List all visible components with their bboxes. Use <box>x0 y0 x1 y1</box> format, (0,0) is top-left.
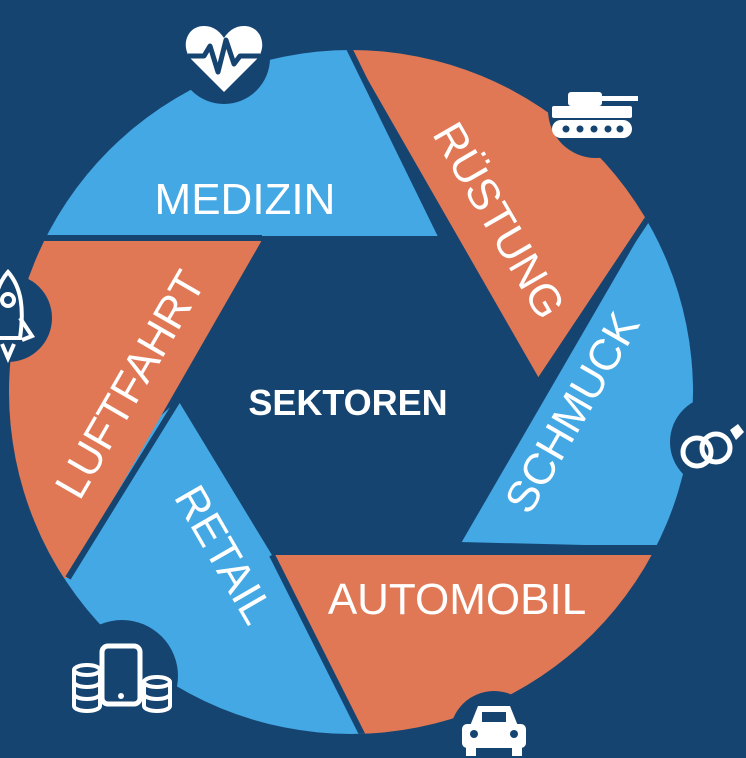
center-label: SEKTOREN <box>248 382 447 423</box>
rings-icon <box>670 396 746 488</box>
segment-label-medizin: MEDIZIN <box>155 175 336 224</box>
phone-coins-icon <box>66 620 178 732</box>
heartbeat-icon <box>178 12 270 104</box>
center-hexagon <box>178 236 540 555</box>
rocket-icon <box>0 268 52 364</box>
tank-icon <box>548 62 644 158</box>
blade-separators <box>30 50 666 734</box>
car-icon <box>450 691 538 758</box>
segment-label-automobil: AUTOMOBIL <box>328 575 586 624</box>
